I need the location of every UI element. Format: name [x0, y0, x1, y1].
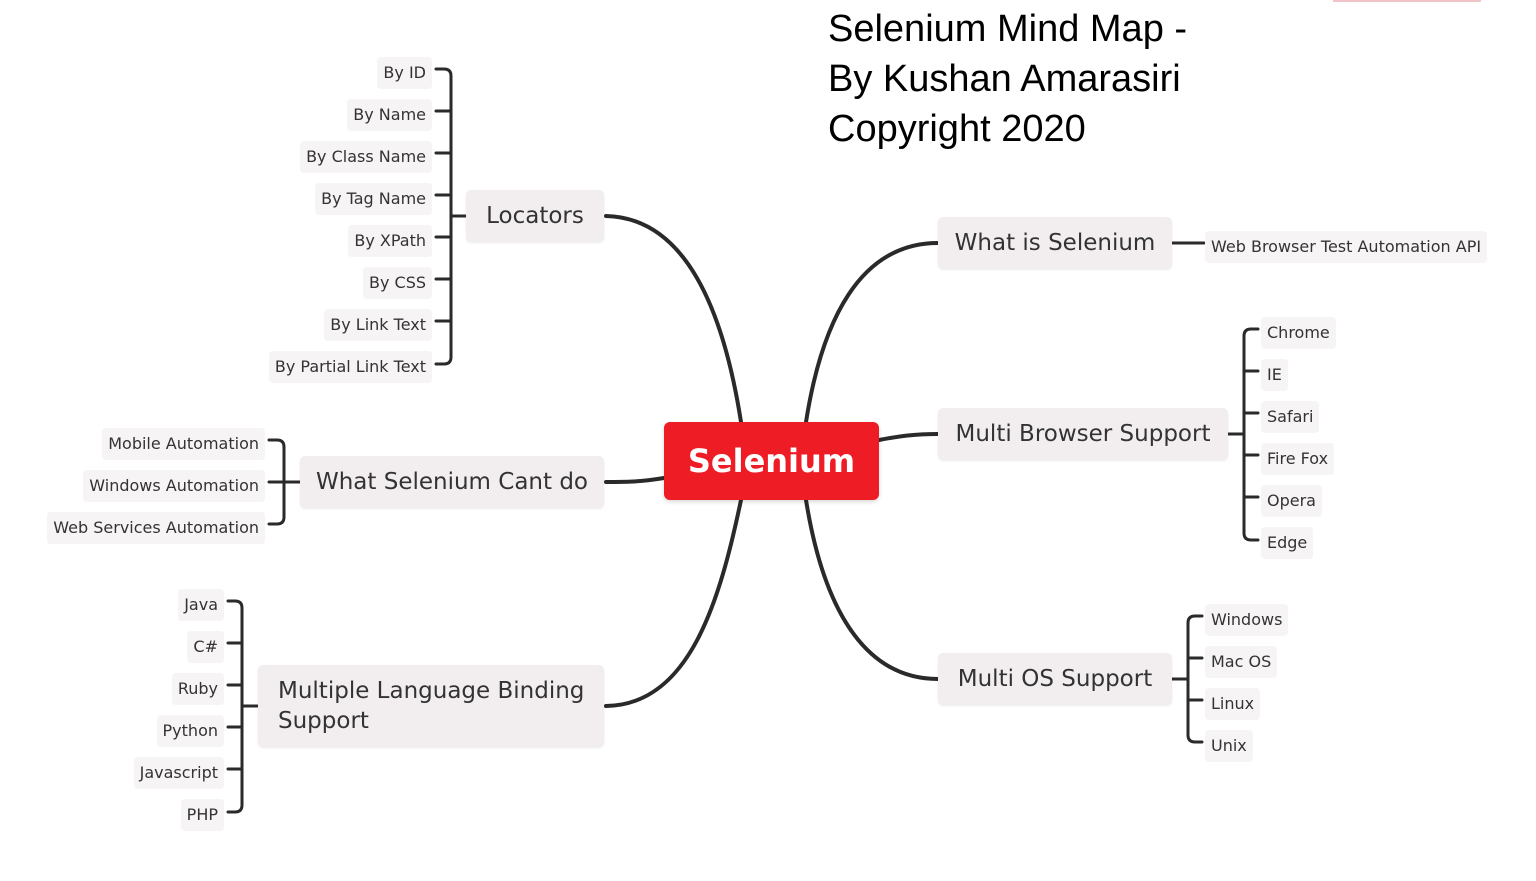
leaf-os-unix[interactable]: Unix — [1205, 730, 1253, 762]
link-central-what-is — [804, 241, 940, 424]
leaf-language-ruby[interactable]: Ruby — [171, 673, 224, 705]
link-central-languages — [604, 498, 743, 708]
link-central-os — [804, 498, 940, 681]
leaf-language-javascript[interactable]: Javascript — [133, 757, 224, 789]
tick-browsers — [1242, 369, 1260, 499]
bracket-locators — [434, 67, 453, 366]
central-topic-selenium[interactable]: Selenium — [664, 422, 879, 500]
leaf-browser-ie[interactable]: IE — [1261, 359, 1288, 391]
topic-multiple-language-binding[interactable]: Multiple Language Binding Support — [258, 665, 604, 747]
title-line-2: By Kushan Amarasiri — [828, 58, 1181, 100]
leaf-language-python[interactable]: Python — [156, 715, 224, 747]
topic-multi-os-support[interactable]: Multi OS Support — [938, 653, 1172, 705]
bracket-languages — [226, 599, 244, 814]
leaf-browser-firefox[interactable]: Fire Fox — [1261, 443, 1335, 475]
leaf-locator-by-partial-link-text[interactable]: By Partial Link Text — [268, 351, 432, 383]
leaf-browser-chrome[interactable]: Chrome — [1261, 317, 1336, 349]
bracket-browsers — [1242, 327, 1260, 542]
link-central-locators — [604, 214, 743, 424]
title-line-3: Copyright 2020 — [828, 108, 1086, 150]
leaf-locator-by-xpath[interactable]: By XPath — [348, 225, 432, 257]
leaf-browser-opera[interactable]: Opera — [1261, 485, 1322, 517]
topic-what-is-selenium[interactable]: What is Selenium — [938, 217, 1172, 269]
leaf-language-csharp[interactable]: C# — [187, 631, 224, 663]
topic-locators[interactable]: Locators — [466, 190, 604, 242]
leaf-os-mac-os[interactable]: Mac OS — [1205, 646, 1278, 678]
leaf-browser-edge[interactable]: Edge — [1261, 527, 1314, 559]
corner-accent-mark — [1333, 0, 1481, 2]
leaf-locator-by-tag-name[interactable]: By Tag Name — [315, 183, 432, 215]
title-line-1: Selenium Mind Map - — [828, 8, 1188, 50]
leaf-language-java[interactable]: Java — [178, 589, 224, 621]
tick-languages — [226, 641, 244, 771]
leaf-cant-mobile-automation[interactable]: Mobile Automation — [102, 428, 265, 460]
leaf-locator-by-id[interactable]: By ID — [377, 57, 432, 89]
leaf-what-is-web-browser-test-automation-api[interactable]: Web Browser Test Automation API — [1205, 231, 1488, 263]
leaf-language-php[interactable]: PHP — [180, 799, 224, 831]
link-central-browsers — [877, 432, 940, 442]
leaf-os-linux[interactable]: Linux — [1205, 688, 1261, 720]
bracket-os — [1186, 614, 1204, 744]
tick-locators — [434, 109, 453, 323]
leaf-locator-by-name[interactable]: By Name — [347, 99, 432, 131]
leaf-locator-by-css[interactable]: By CSS — [362, 267, 432, 299]
leaf-cant-web-services-automation[interactable]: Web Services Automation — [47, 512, 265, 544]
leaf-locator-by-link-text[interactable]: By Link Text — [324, 309, 432, 341]
topic-multi-browser-support[interactable]: Multi Browser Support — [938, 408, 1228, 460]
link-central-cant-do — [604, 476, 666, 484]
leaf-locator-by-class-name[interactable]: By Class Name — [300, 141, 432, 173]
leaf-os-windows[interactable]: Windows — [1205, 604, 1289, 636]
leaf-cant-windows-automation[interactable]: Windows Automation — [83, 470, 265, 502]
mindmap-title: Selenium Mind Map - By Kushan Amarasiri … — [828, 4, 1187, 154]
topic-what-selenium-cant-do[interactable]: What Selenium Cant do — [300, 456, 604, 508]
leaf-browser-safari[interactable]: Safari — [1261, 401, 1320, 433]
tick-os — [1186, 656, 1204, 702]
